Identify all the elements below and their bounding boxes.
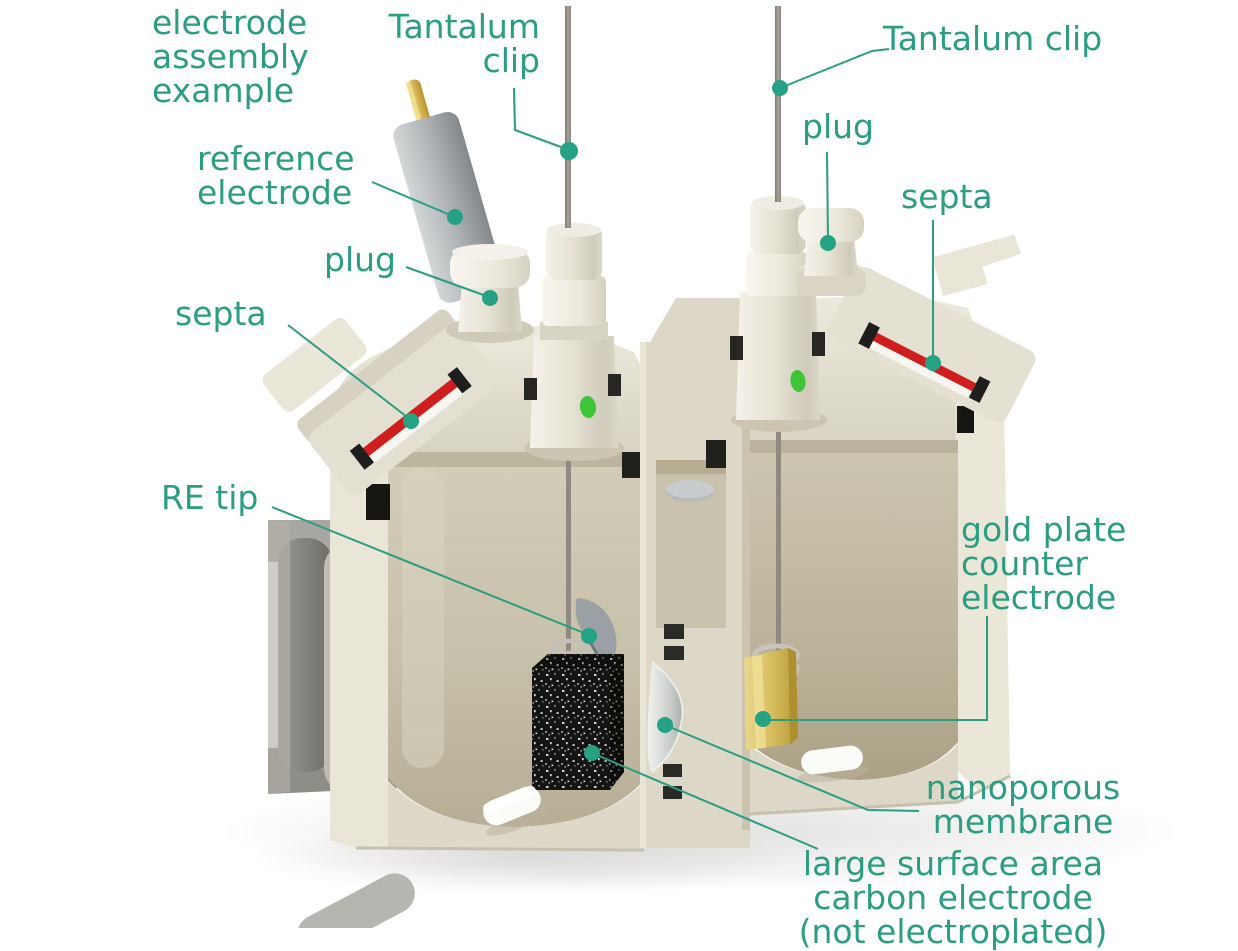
carbon-electrode-part xyxy=(532,654,624,790)
oring-cross-section xyxy=(706,440,726,468)
plug-left-part xyxy=(446,244,534,343)
label-septa-left: septa xyxy=(175,294,267,333)
stir-bar-left xyxy=(483,785,550,836)
septa-port-right xyxy=(827,234,1036,423)
label-gold-plate-counter-electrode: gold plate counter electrode xyxy=(961,510,1127,617)
label-nanoporous-membrane: nanoporous membrane xyxy=(925,768,1121,841)
label-plug-right: plug xyxy=(802,107,874,146)
leader-plug-left xyxy=(405,266,490,298)
label-re-tip: RE tip xyxy=(161,478,259,517)
leader-gold-plate xyxy=(765,616,988,721)
oring-cross-section xyxy=(622,452,640,478)
tantalum-wire-left xyxy=(565,6,571,228)
leader-membrane xyxy=(664,724,920,812)
leader-reference-electrode xyxy=(371,181,456,218)
green-marker-right xyxy=(790,370,806,392)
leader-plug-right xyxy=(826,151,829,243)
marker-dots xyxy=(403,80,941,761)
membrane-part xyxy=(647,661,684,773)
wire-port-left xyxy=(524,223,624,461)
leader-septa-left xyxy=(287,324,412,421)
label-title: electrode assembly example xyxy=(152,6,309,108)
tantalum-wire-right xyxy=(775,6,781,202)
label-tantalum-clip-right: Tantalum clip xyxy=(883,19,1103,58)
tantalum-wire-left-lower xyxy=(566,448,571,653)
stir-bar-right xyxy=(797,745,870,783)
label-title-line1: electrode xyxy=(152,3,308,42)
electrode-assembly-figure: electrode assembly example Tantalum clip… xyxy=(152,6,1180,949)
leader-tantalum-clip-right xyxy=(779,48,890,89)
label-tantalum-clip-left: Tantalum clip xyxy=(388,7,540,80)
leader-re-tip xyxy=(271,506,590,636)
label-reference-electrode: reference electrode xyxy=(197,139,355,212)
bolt-hole-cross-section xyxy=(366,484,390,520)
tantalum-wire-right-lower xyxy=(776,420,781,658)
label-carbon-electrode: large surface area carbon electrode (not… xyxy=(798,844,1108,951)
label-plug-left: plug xyxy=(324,240,396,279)
bolt-hole-cross-section xyxy=(957,406,974,433)
leader-lines xyxy=(271,48,988,850)
clamp-foot xyxy=(297,873,415,928)
label-septa-right: septa xyxy=(901,177,993,216)
leader-carbon xyxy=(591,752,819,850)
cell-cutaway-illustration xyxy=(220,6,1180,928)
green-marker-left xyxy=(579,396,597,418)
label-title-line2: assembly xyxy=(152,37,309,76)
plug-right-part xyxy=(796,208,866,296)
gold-plate-part xyxy=(744,648,798,750)
septum-right xyxy=(872,332,977,392)
leader-tantalum-clip-left xyxy=(513,87,570,151)
label-title-line3: example xyxy=(152,71,295,110)
center-column xyxy=(622,298,750,848)
